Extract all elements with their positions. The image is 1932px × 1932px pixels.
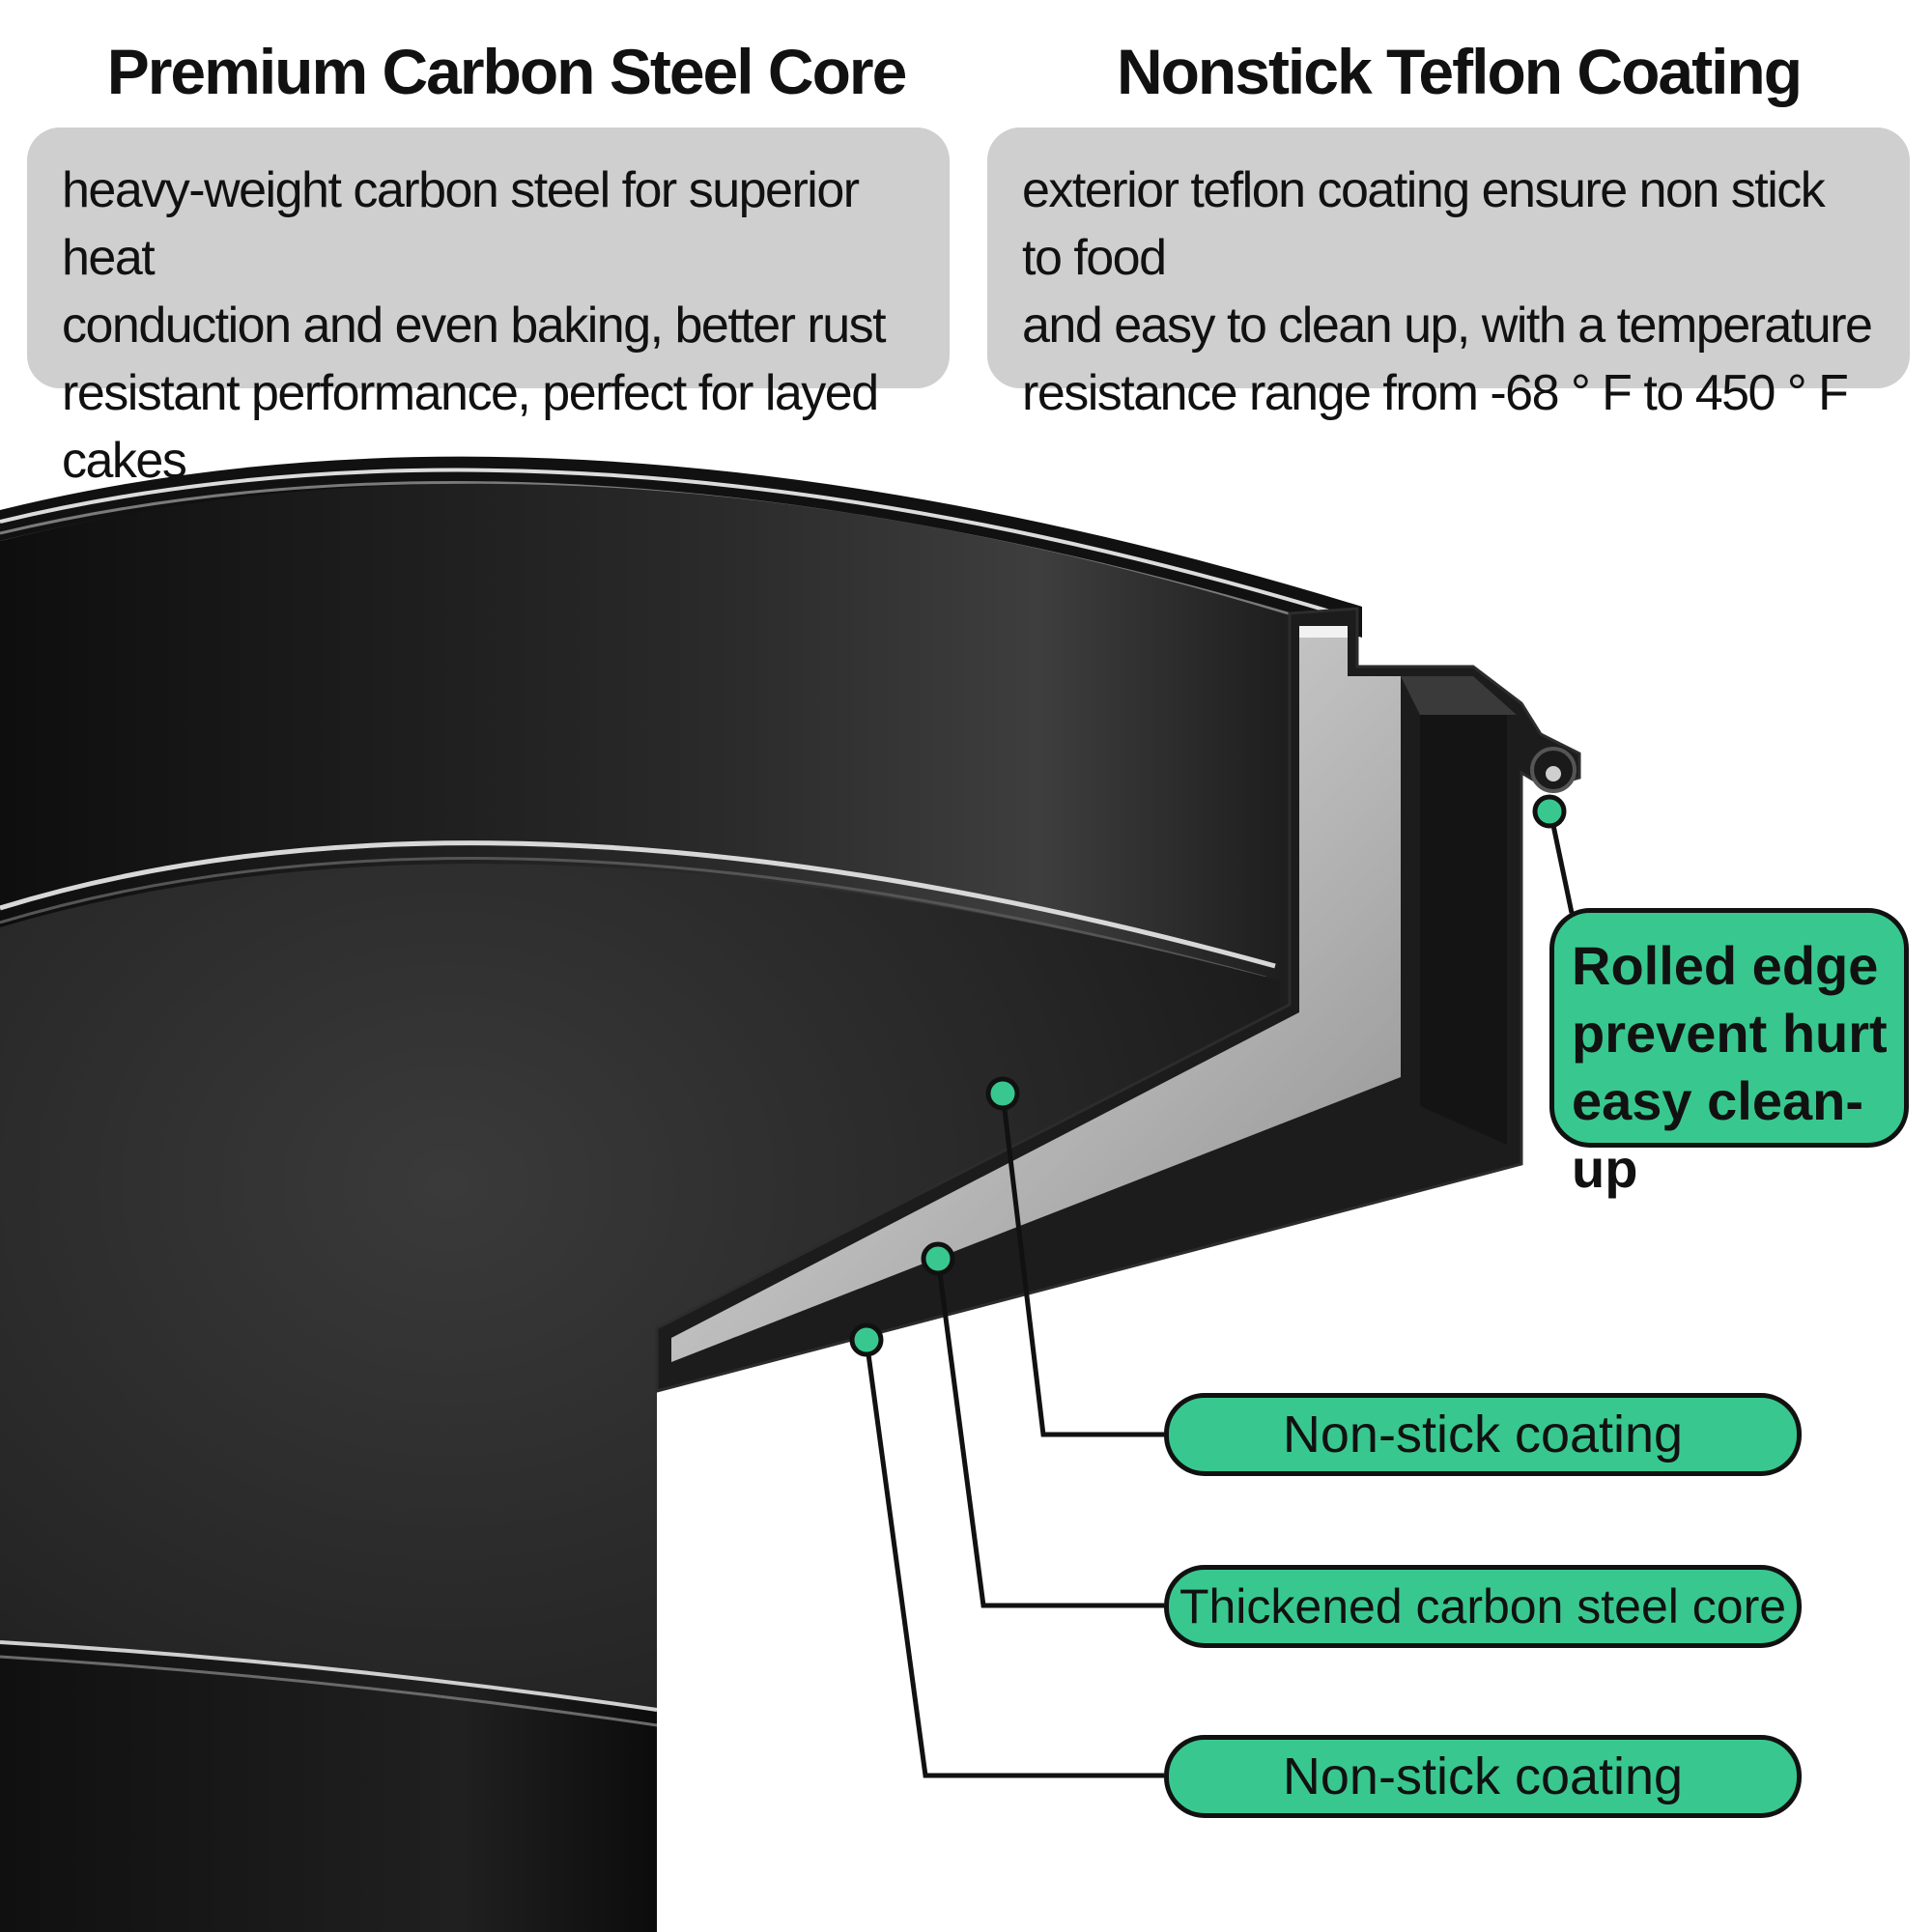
outer-coating-callout: Non-stick coating (1164, 1735, 1802, 1818)
carbon-core-line-2: conduction and even baking, better rust (62, 298, 887, 354)
outer-coating-marker (849, 1322, 884, 1357)
carbon-core-line-3: resistant performance, perfect for layed… (62, 365, 879, 489)
carbon-core-line-1: heavy-weight carbon steel for superior h… (62, 162, 860, 286)
teflon-line-2: and easy to clean up, with a temperature (1022, 298, 1873, 354)
core-marker (921, 1241, 955, 1276)
rolled-edge-callout: Rolled edge prevent hurt easy clean-up (1549, 908, 1909, 1199)
rolled-edge-line-2: prevent hurt (1572, 1003, 1888, 1064)
inner-coating-callout: Non-stick coating (1164, 1393, 1802, 1476)
rolled-edge-marker (1532, 794, 1567, 829)
teflon-description: exterior teflon coating ensure non stick… (987, 128, 1910, 421)
rolled-edge-line-1: Rolled edge (1572, 935, 1879, 996)
inner-coating-marker (985, 1076, 1020, 1111)
core-callout: Thickened carbon steel core (1164, 1565, 1802, 1648)
teflon-line-3: resistance range from -68 ° F to 450 ° F (1022, 365, 1849, 421)
carbon-core-description: heavy-weight carbon steel for superior h… (27, 128, 950, 489)
carbon-core-heading: Premium Carbon Steel Core (106, 36, 908, 107)
teflon-line-1: exterior teflon coating ensure non stick… (1022, 162, 1826, 286)
teflon-heading: Nonstick Teflon Coating (1116, 36, 1803, 107)
rolled-edge-line-3: easy clean-up (1572, 1070, 1863, 1199)
